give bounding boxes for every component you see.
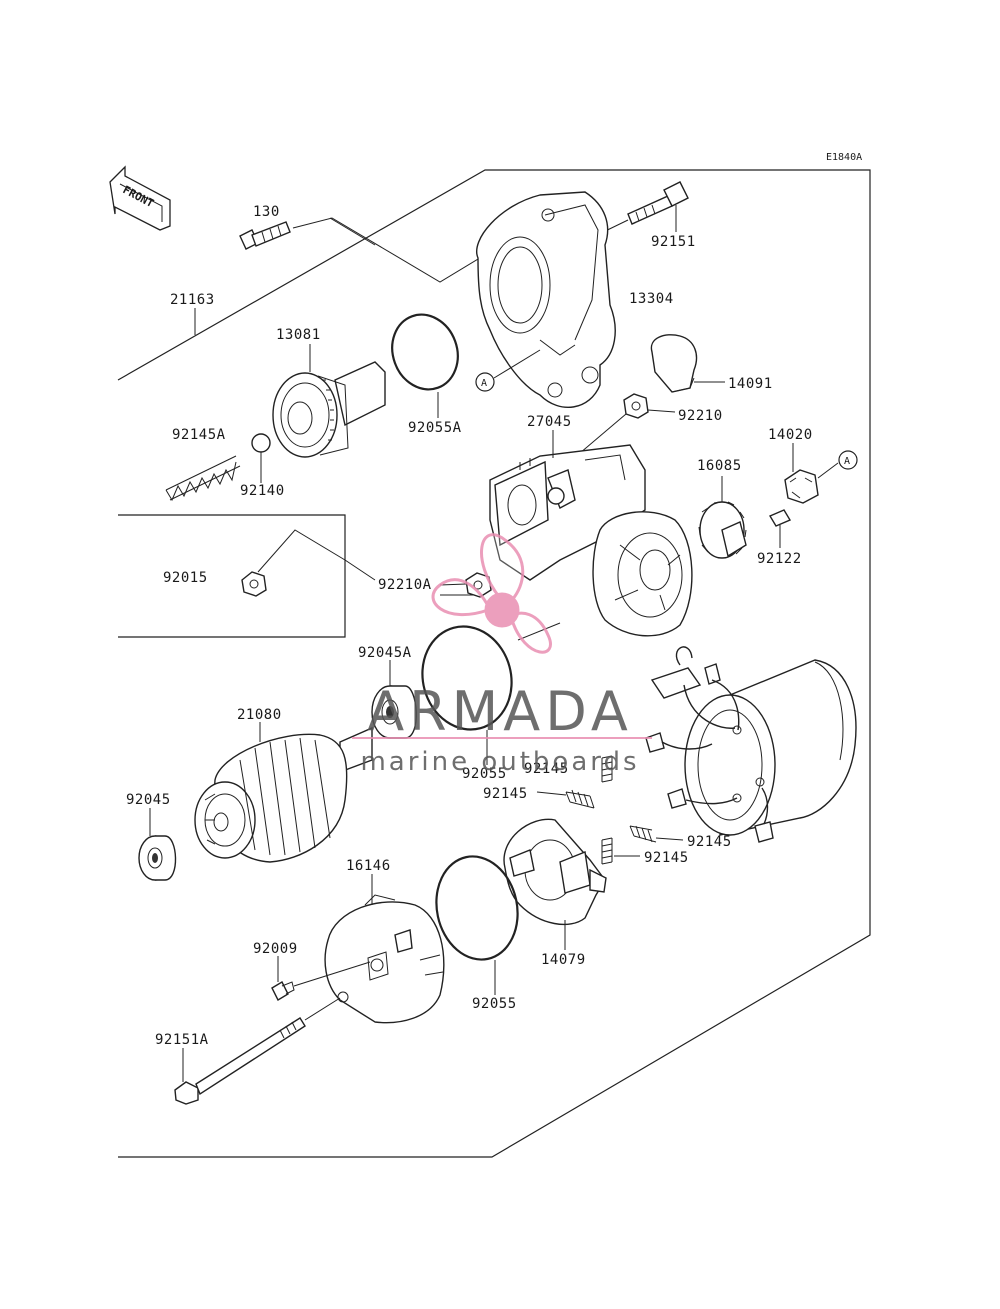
label-92122: 92122 [757,551,802,567]
leader-92210a [439,583,467,586]
end-cover-16146-icon [324,894,445,1024]
pinion-13081-icon [272,361,386,458]
leader-housing [517,622,561,641]
watermark-brand: ARMADA [367,680,633,743]
label-16146: 16146 [346,858,391,874]
nut-92210-icon [623,393,649,419]
solenoid-27045-icon [489,444,646,581]
armature-21080-icon [194,726,373,863]
label-92045: 92045 [126,792,171,808]
armada-watermark: ARMADA marine outboards [352,533,652,777]
label-16085: 16085 [697,458,742,474]
label-92210: 92210 [678,408,723,424]
label-92145-mid: 92145 [483,786,528,802]
bolt-130-icon [239,221,291,250]
inset-box [118,514,346,638]
yoke-icon [684,659,857,836]
label-130: 130 [253,204,280,220]
oring-92055a-icon [391,313,459,391]
outer-frame [117,169,871,1158]
leader-14020b [817,462,839,479]
label-21163: 21163 [170,292,215,308]
brush-holder-14079-icon [503,818,607,926]
label-92009: 92009 [253,941,298,957]
cap-14091-icon [650,334,698,393]
propeller-logo-icon [431,533,552,654]
label-92140: 92140 [240,483,285,499]
label-92055a: 92055A [408,420,462,436]
label-92055-bottom: 92055 [472,996,517,1012]
pin-92122-icon [768,509,792,527]
svg-text:A: A [844,456,850,467]
leader-92151a-b [304,997,341,1021]
label-92210a: 92210A [378,577,432,593]
label-92151a: 92151A [155,1032,209,1048]
label-92145-right: 92145 [687,834,732,850]
leader-92015 [257,529,376,581]
bolt-92151a-icon [174,1017,306,1105]
leader-92145-c [655,837,684,841]
label-92145a: 92145A [172,427,226,443]
ball-92140-icon [251,433,271,453]
diagram-code: E1840A [826,152,862,163]
spring-92145a-icon [163,455,241,502]
label-92015: 92015 [163,570,208,586]
label-13304: 13304 [629,291,674,307]
label-14091: 14091 [728,376,773,392]
label-13081: 13081 [276,327,321,343]
leader-92145-b [536,791,567,796]
oring-92055-bottom-icon [435,855,519,961]
gear-16085-icon [698,501,747,559]
label-92145-top: 92145 [524,761,569,777]
screw-92009-icon [271,981,295,1001]
nut-92015-icon [241,571,267,597]
spring-92145-c-icon [629,825,657,843]
label-92145-lower: 92145 [644,850,689,866]
leader-callout-a [493,349,541,379]
label-14020: 14020 [768,427,813,443]
spring-92145-d-icon [601,837,613,865]
svg-text:A: A [481,378,487,389]
gear-housing-icon [592,511,693,637]
leader-130 [292,217,494,283]
oring-92055-mid-icon [421,625,513,731]
callout-a-left: A [475,372,495,392]
front-arrow-icon: FRONT [109,165,171,231]
label-14079: 14079 [541,952,586,968]
nut-92210a-icon [465,572,492,598]
spring-92145-a-icon [601,755,613,783]
leader-92009b [293,961,371,987]
leader-92210 [647,409,676,413]
callout-a-right: A [838,450,858,470]
spring-92145-b-icon [565,789,595,809]
label-21080: 21080 [237,707,282,723]
label-92045a: 92045A [358,645,412,661]
leader-130b [329,217,376,246]
label-92055-mid: 92055 [462,766,507,782]
watermark-underline [352,737,652,739]
bolt-92151-icon [627,181,689,225]
housing-13304-icon [476,191,616,409]
bearing-92045-icon [138,835,177,881]
label-92151: 92151 [651,234,696,250]
watermark-tagline: marine outboards [360,747,639,777]
label-27045: 27045 [527,414,572,430]
part-14020-icon [784,469,819,504]
bearing-92045a-icon [371,685,417,739]
